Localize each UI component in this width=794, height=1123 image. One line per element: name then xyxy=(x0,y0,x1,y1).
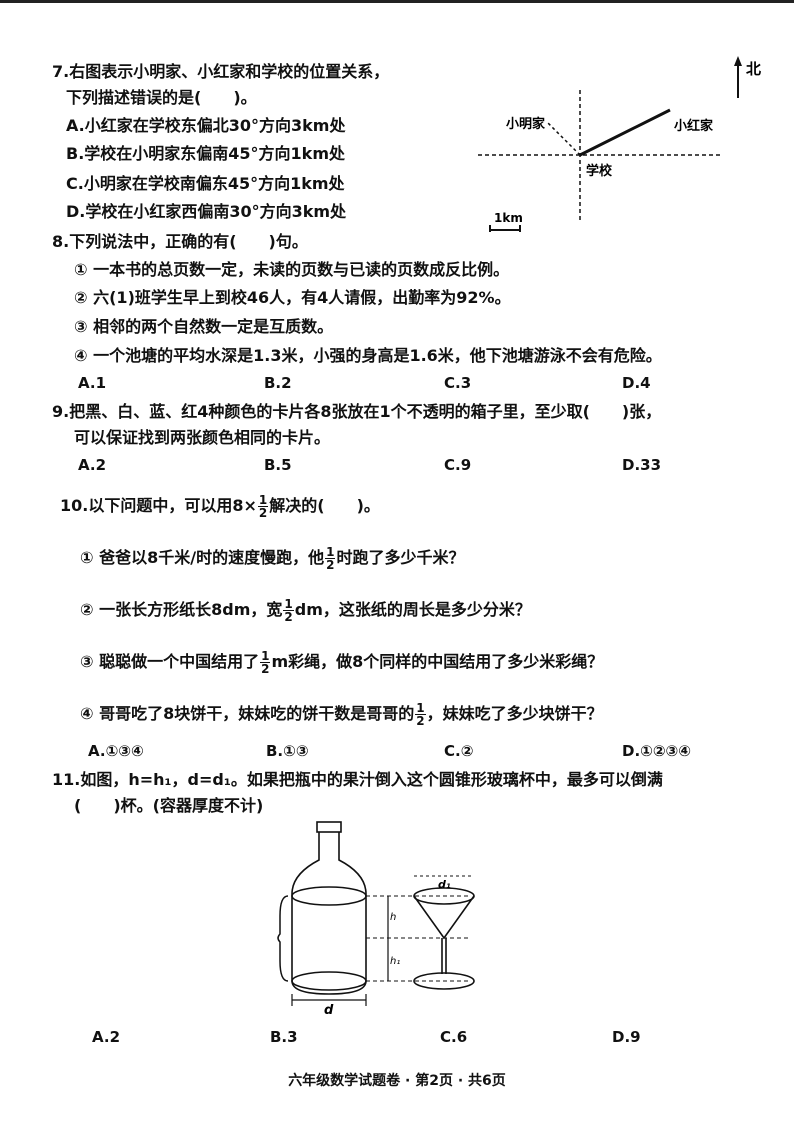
q7-option-d: D.学校在小红家西偏南30°方向3km处 xyxy=(66,202,347,221)
q9-option-b: B.5 xyxy=(264,456,292,474)
q7-option-b: B.学校在小明家东偏南45°方向1km处 xyxy=(66,144,345,163)
page-footer: 六年级数学试题卷 · 第2页 · 共6页 xyxy=(288,1073,506,1089)
scale-label: 1km xyxy=(494,211,523,225)
q8-stem: 8.下列说法中，正确的有( )句。 xyxy=(52,232,308,251)
label-d: d xyxy=(324,1003,334,1016)
q10-stem-pre: 10.以下问题中，可以用8× xyxy=(60,496,257,515)
q8-option-b: B.2 xyxy=(264,374,292,392)
label-h1: h₁ xyxy=(390,956,400,967)
north-label: 北 xyxy=(746,60,761,78)
q10-option-d: D.①②③④ xyxy=(622,742,691,760)
q9-stem-line2: 可以保证找到两张颜色相同的卡片。 xyxy=(74,428,331,447)
q11-stem-line2: ( )杯。(容器厚度不计) xyxy=(74,796,264,815)
q10-option-a: A.①③④ xyxy=(88,742,144,760)
school-label: 学校 xyxy=(586,163,613,179)
q8-item-1: ① 一本书的总页数一定，未读的页数与已读的页数成反比例。 xyxy=(74,260,510,279)
q7-stem-line2: 下列描述错误的是( )。 xyxy=(66,88,257,107)
q9-option-c: C.9 xyxy=(444,456,472,474)
h-brace xyxy=(277,895,289,982)
q8-item-4: ④ 一个池塘的平均水深是1.3米，小强的身高是1.6米，他下池塘游泳不会有危险。 xyxy=(74,346,662,365)
q10-stem-post: 解决的( )。 xyxy=(269,496,380,515)
top-border xyxy=(0,0,794,3)
q8-option-c: C.3 xyxy=(444,374,472,392)
q8-option-d: D.4 xyxy=(622,374,651,392)
label-h: h xyxy=(390,912,396,923)
q11-stem-line1: 11.如图，h=h₁，d=d₁。如果把瓶中的果汁倒入这个圆锥形玻璃杯中，最多可以… xyxy=(52,770,663,789)
q9-stem-line1: 9.把黑、白、蓝、红4种颜色的卡片各8张放在1个不透明的箱子里，至少取( )张， xyxy=(52,402,662,421)
q11-option-b: B.3 xyxy=(270,1028,298,1046)
label-d1: d₁ xyxy=(438,878,451,891)
q11-bottle-and-glass-figure: d d₁ h h₁ xyxy=(277,821,475,1016)
q7-option-c: C.小明家在学校南偏东45°方向1km处 xyxy=(66,174,345,193)
bottle-icon xyxy=(291,821,367,995)
q11-option-d: D.9 xyxy=(612,1028,641,1046)
q10-option-c: C.② xyxy=(444,742,474,760)
q8-option-a: A.1 xyxy=(78,374,107,392)
cone-glass-icon xyxy=(413,887,475,990)
q9-option-a: A.2 xyxy=(78,456,107,474)
q10-option-b: B.①③ xyxy=(266,742,309,760)
xiaoming-home-label: 小明家 xyxy=(506,116,546,132)
q7-option-a: A.小红家在学校东偏北30°方向3km处 xyxy=(66,116,346,135)
q8-item-2: ② 六(1)班学生早上到校46人，有4人请假，出勤率为92%。 xyxy=(74,288,511,307)
q9-option-d: D.33 xyxy=(622,456,662,474)
q11-option-a: A.2 xyxy=(92,1028,121,1046)
xiaohong-home-label: 小红家 xyxy=(674,118,714,134)
q8-item-3: ③ 相邻的两个自然数一定是互质数。 xyxy=(74,317,334,336)
q7-location-map: 北 小明家 小红家 学校 1km xyxy=(478,56,761,232)
q11-option-c: C.6 xyxy=(440,1028,468,1046)
q7-stem-line1: 7.右图表示小明家、小红家和学校的位置关系， xyxy=(52,62,390,81)
